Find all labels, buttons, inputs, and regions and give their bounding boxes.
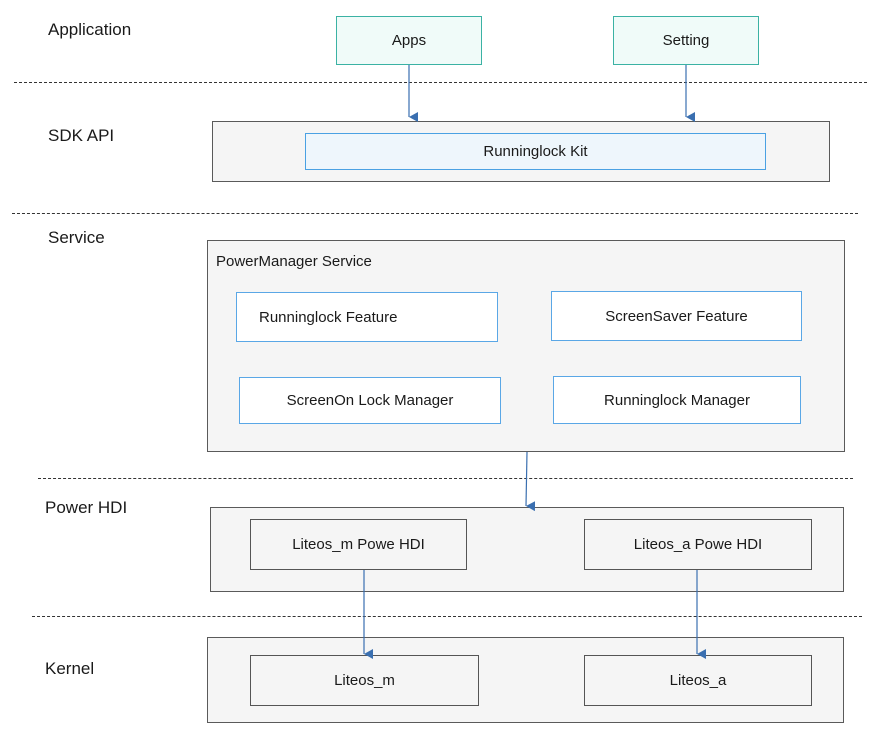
layer-label-kernel: Kernel (45, 659, 95, 678)
screenon-lock-manager-box: ScreenOn Lock Manager (239, 377, 501, 424)
divider-application-sdk (14, 82, 867, 83)
arrow-service-to-hdi (525, 451, 536, 512)
liteos-m-box: Liteos_m (250, 655, 479, 706)
runninglock-kit-box: Runninglock Kit (305, 133, 766, 170)
liteos-a-hdi-box: Liteos_a Powe HDI (584, 519, 812, 570)
layer-label-sdk-api: SDK API (48, 126, 115, 145)
apps-box: Apps (336, 16, 482, 65)
liteos-m-hdi-box: Liteos_m Powe HDI (250, 519, 467, 570)
runninglock-manager-box: Runninglock Manager (553, 376, 801, 424)
layer-label-application: Application (48, 20, 132, 39)
setting-box: Setting (613, 16, 759, 65)
divider-hdi-kernel (32, 616, 862, 617)
powermanager-service-title: PowerManager Service (216, 253, 372, 270)
layer-label-power-hdi: Power HDI (45, 498, 128, 517)
liteos-a-box: Liteos_a (584, 655, 812, 706)
divider-service-hdi (38, 478, 853, 479)
layer-label-service: Service (48, 228, 105, 247)
screensaver-feature-box: ScreenSaver Feature (551, 291, 802, 341)
runninglock-feature-box: Runninglock Feature (236, 292, 498, 342)
divider-sdk-service (12, 213, 858, 214)
